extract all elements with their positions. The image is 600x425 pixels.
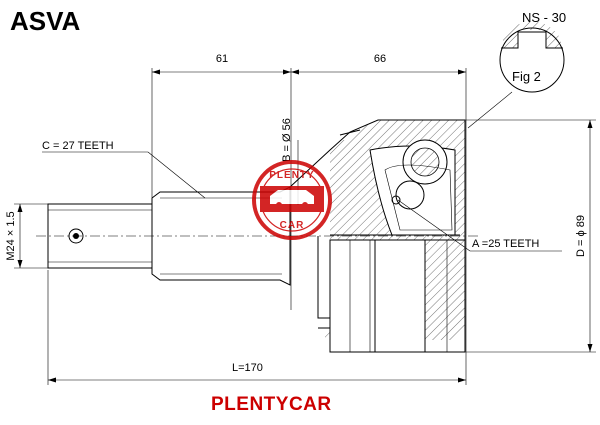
- dim-total: L=170: [48, 362, 466, 383]
- footer-brand: PLENTYCAR: [211, 394, 332, 415]
- plentycar-seal-watermark: PLENTY CAR: [252, 160, 332, 240]
- brand-title: ASVA: [10, 6, 81, 36]
- callout-a-label: A =25 TEETH: [472, 238, 539, 250]
- part-number: NS - 30: [522, 10, 566, 25]
- callout-c: C = 27 TEETH: [42, 140, 206, 199]
- outer-housing: [289, 119, 466, 353]
- dim-b56: B = Ø 56: [281, 118, 293, 162]
- dim-m24: M24 × 1.5: [5, 211, 17, 260]
- svg-text:CAR: CAR: [280, 220, 305, 231]
- svg-text:PLENTY: PLENTY: [269, 170, 314, 181]
- callout-a: A =25 TEETH: [397, 199, 562, 252]
- dim-61: 61: [216, 53, 228, 65]
- fig2-detail: Fig 2: [467, 21, 565, 129]
- fig-label: Fig 2: [512, 69, 541, 84]
- dim-top: 61 66: [152, 53, 466, 75]
- dim-outer-d: D = ϕ 89: [466, 119, 596, 353]
- dim-66: 66: [374, 53, 386, 65]
- dim-d89: D = ϕ 89: [575, 215, 587, 257]
- dim-thread: M24 × 1.5: [5, 203, 48, 269]
- callout-c-label: C = 27 TEETH: [42, 140, 114, 152]
- dim-l170: L=170: [232, 362, 263, 374]
